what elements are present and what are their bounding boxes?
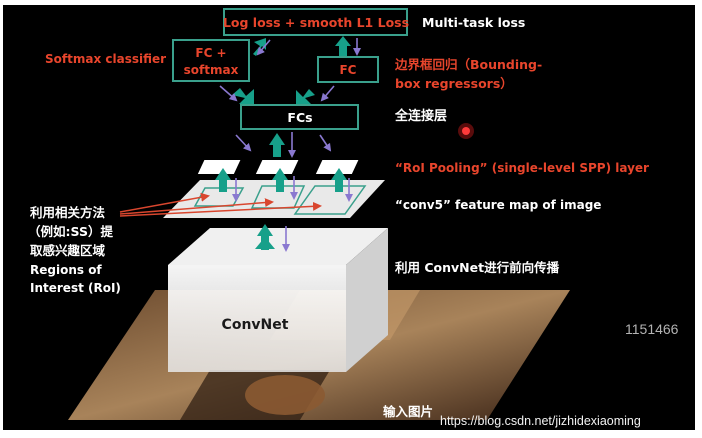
loss-box bbox=[223, 8, 408, 36]
feature-map bbox=[163, 180, 385, 218]
bbox-regressor-label-line1: 边界框回归（Bounding- bbox=[394, 57, 542, 72]
arrow-up-icon bbox=[339, 44, 347, 56]
roi-pointer-arrows bbox=[119, 192, 322, 217]
arrow-up-icon bbox=[273, 143, 281, 157]
multitask-loss-label: Multi-task loss bbox=[422, 15, 525, 30]
loss-box-label: Log loss + smooth L1 Loss bbox=[223, 15, 409, 30]
roi-pooling-label: “RoI Pooling” (single-level SPP) layer bbox=[395, 161, 649, 175]
arrow-up-icon bbox=[335, 36, 351, 46]
watermark-label: https://blog.csdn.net/jizhidexiaoming bbox=[440, 414, 641, 428]
arrow-diag-icon bbox=[296, 89, 315, 104]
roi-pool-cell bbox=[315, 160, 359, 174]
roi-method-label-line4: Regions of bbox=[30, 263, 102, 277]
arrow-diag-icon bbox=[232, 88, 254, 104]
arrow-up-icon bbox=[276, 178, 284, 192]
arrow-up-icon bbox=[257, 224, 273, 236]
convnet-cube bbox=[168, 228, 388, 372]
laser-dot bbox=[462, 127, 470, 135]
side-number-label: 1151466 bbox=[625, 321, 679, 337]
fc-box bbox=[317, 56, 379, 83]
roi-pool-cell bbox=[197, 160, 241, 174]
roi-method-label-line3: 取感兴趣区域 bbox=[30, 243, 106, 258]
fcs-box bbox=[240, 104, 359, 130]
softmax-classifier-label: Softmax classifier bbox=[45, 52, 166, 66]
convnet-forward-label: 利用 ConvNet进行前向传播 bbox=[395, 260, 560, 275]
roi-method-label-line5: Interest (RoI) bbox=[30, 281, 121, 295]
fcs-box-label: FCs bbox=[287, 110, 312, 125]
arrow-up-icon bbox=[261, 236, 269, 250]
arrow-up-icon bbox=[269, 133, 285, 145]
arrow-up-icon bbox=[272, 168, 288, 180]
roi-method-label-line1: 利用相关方法 bbox=[30, 205, 106, 220]
feature-map-label: “conv5” feature map of image bbox=[395, 198, 601, 212]
arrow-up-icon bbox=[331, 168, 347, 180]
convnet-label: ConvNet bbox=[222, 317, 289, 333]
arrow-up-icon bbox=[215, 168, 231, 180]
fc-box-label: FC bbox=[339, 63, 356, 77]
fc-softmax-box bbox=[172, 39, 250, 82]
roi-method-label-line2: （例如:SS）提 bbox=[28, 224, 113, 239]
fc-softmax-label-line2: softmax bbox=[184, 63, 239, 77]
arrow-up-icon bbox=[335, 178, 343, 192]
backward-arrows bbox=[219, 38, 361, 252]
roi-pool-cell bbox=[255, 160, 299, 174]
arrow-up-icon bbox=[219, 178, 227, 192]
fully-connected-label: 全连接层 bbox=[394, 108, 447, 124]
bbox-regressor-label-line2: box regressors） bbox=[395, 76, 513, 91]
fc-softmax-label-line1: FC + bbox=[195, 46, 226, 60]
input-image-label: 输入图片 bbox=[383, 404, 433, 419]
